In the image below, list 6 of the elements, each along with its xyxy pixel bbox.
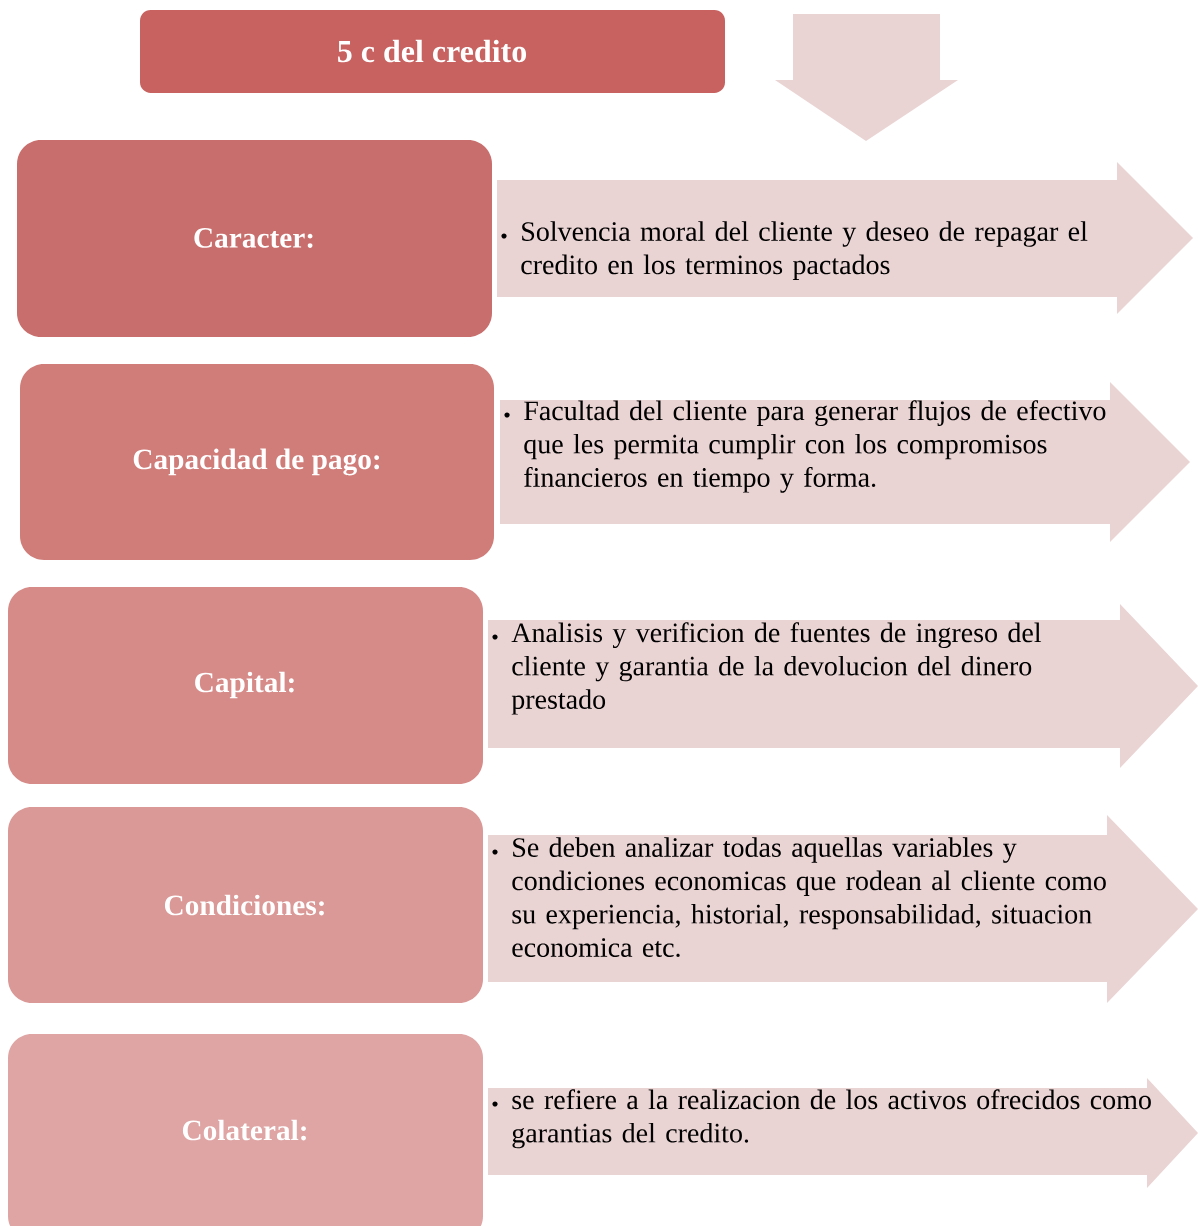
title-box: 5 c del credito <box>140 10 725 93</box>
category-box: Colateral: <box>8 1034 483 1226</box>
category-box: Caracter: <box>17 140 492 337</box>
category-box: Capital: <box>8 587 483 784</box>
category-box: Condiciones: <box>8 807 483 1003</box>
category-box: Capacidad de pago: <box>20 364 494 560</box>
